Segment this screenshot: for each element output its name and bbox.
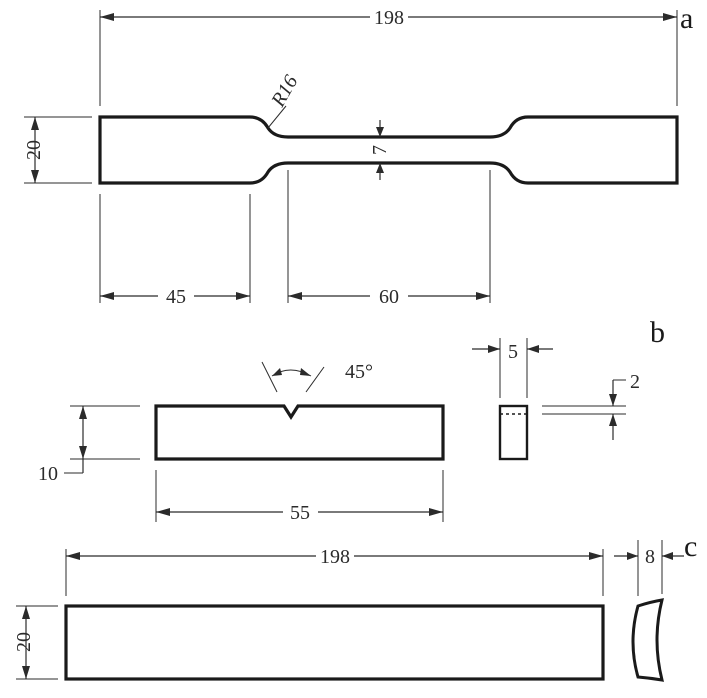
arrow-right: [300, 368, 311, 376]
label-a: a: [680, 2, 693, 35]
arrow-right: [236, 292, 250, 300]
specimen-a: 198 20 R16 7 45 60 a: [23, 2, 693, 308]
arrow-down: [31, 170, 39, 183]
arrow-right: [476, 292, 490, 300]
specimen-b-outline: [154, 404, 445, 461]
specimen-c-outline: [64, 604, 605, 681]
angle-leg-right: [305, 366, 325, 393]
arrow-right: [488, 345, 500, 353]
specimen-a-outline: [98, 115, 679, 185]
label-c: c: [684, 530, 697, 563]
arrow-left: [100, 292, 114, 300]
dim-a-length: 198: [374, 7, 404, 29]
dim-a-width: 20: [23, 140, 45, 160]
arrow-down: [376, 127, 384, 137]
dim-b-height: 10: [38, 463, 58, 485]
dim-a-grip: 45: [166, 286, 186, 308]
angle-leg-left: [261, 361, 278, 393]
dim-c-width: 20: [13, 632, 35, 652]
arrow-left: [288, 292, 302, 300]
arrow-down: [79, 446, 87, 459]
specimen-c-cross-section: [631, 598, 665, 682]
arrow-left: [100, 13, 114, 21]
arrow-right: [627, 552, 638, 560]
leader-radius: [267, 105, 287, 129]
specimen-c: 198 20 8 c: [13, 530, 697, 682]
label-b: b: [650, 316, 665, 349]
dim-b-length: 55: [290, 502, 310, 524]
arrow-up: [22, 606, 30, 619]
arrow-up: [79, 406, 87, 419]
arrow-right: [429, 508, 443, 516]
arrow-left: [66, 552, 80, 560]
dim-a-gauge: 60: [379, 286, 399, 308]
dim-b-notch-angle: 45°: [345, 361, 373, 383]
specimen-b-side-view: [498, 404, 529, 461]
arrow-right: [663, 13, 677, 21]
arrow-up: [609, 414, 617, 426]
arrow-up: [31, 117, 39, 130]
specimen-b: 45° 10 55 5 2: [38, 316, 665, 524]
arrow-left: [272, 368, 282, 376]
dim-c-length: 198: [320, 546, 350, 568]
dim-b-notch-depth: 2: [630, 371, 640, 393]
arrow-left: [527, 345, 539, 353]
dim-c-thickness: 8: [645, 546, 655, 568]
dim-a-neck: 7: [369, 145, 391, 155]
arrow-left: [662, 552, 673, 560]
arrow-up: [376, 163, 384, 173]
arrow-right: [589, 552, 603, 560]
dim-a-radius: R16: [267, 72, 303, 112]
arrow-down: [609, 394, 617, 406]
dim-b-thickness: 5: [508, 341, 518, 363]
arrow-down: [22, 666, 30, 679]
arrow-left: [156, 508, 170, 516]
